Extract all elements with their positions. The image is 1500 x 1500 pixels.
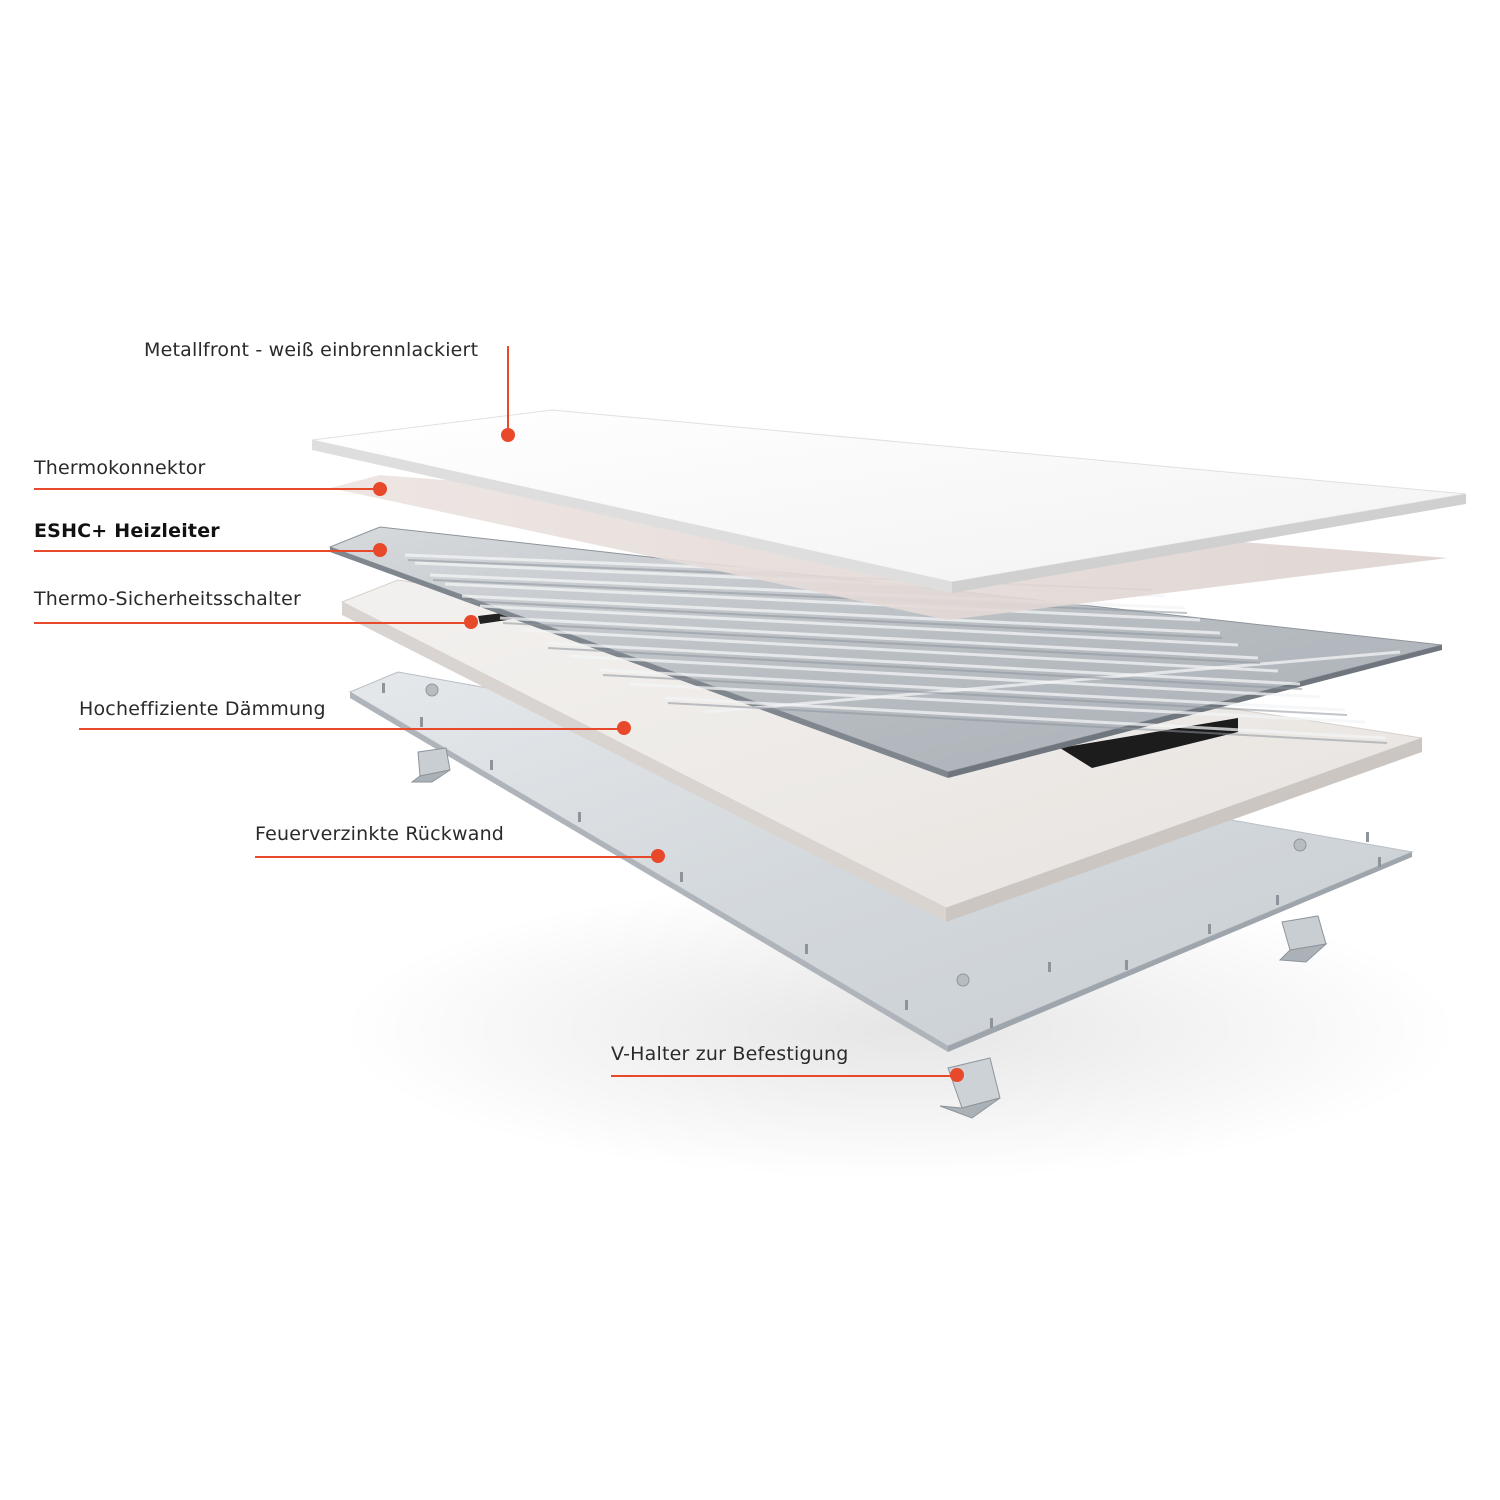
label-metallfront: Metallfront - weiß einbrennlackiert [144, 339, 479, 361]
metal-front-layer [311, 409, 1467, 593]
leader-thermokonnektor-dot [373, 482, 387, 496]
back-panel-pins [382, 683, 1381, 1028]
v-holder-left [410, 747, 451, 783]
mount-hole [956, 973, 970, 987]
label-v-halter: V-Halter zur Befestigung [611, 1043, 849, 1065]
leader-sicherheitsschalter-dot [464, 615, 478, 629]
leader-metallfront-dot [501, 428, 515, 442]
v-holder-right [1278, 915, 1328, 963]
label-daemmung: Hocheffiziente Dämmung [79, 698, 326, 720]
leader-daemmung-dot [617, 721, 631, 735]
leader-lines [34, 346, 964, 1082]
leader-heizleiter-dot [373, 543, 387, 557]
mount-hole [425, 683, 439, 697]
ground-shadow [340, 880, 1460, 1180]
label-heizleiter: ESHC+ Heizleiter [34, 520, 220, 542]
label-thermokonnektor: Thermokonnektor [34, 457, 206, 479]
label-rueckwand: Feuerverzinkte Rückwand [255, 823, 505, 845]
label-sicherheitsschalter: Thermo-Sicherheitsschalter [34, 588, 301, 610]
leader-rueckwand-dot [651, 849, 665, 863]
leader-v-halter-dot [950, 1068, 964, 1082]
heating-conductor-layer [328, 526, 1443, 778]
mount-hole [1293, 838, 1307, 852]
